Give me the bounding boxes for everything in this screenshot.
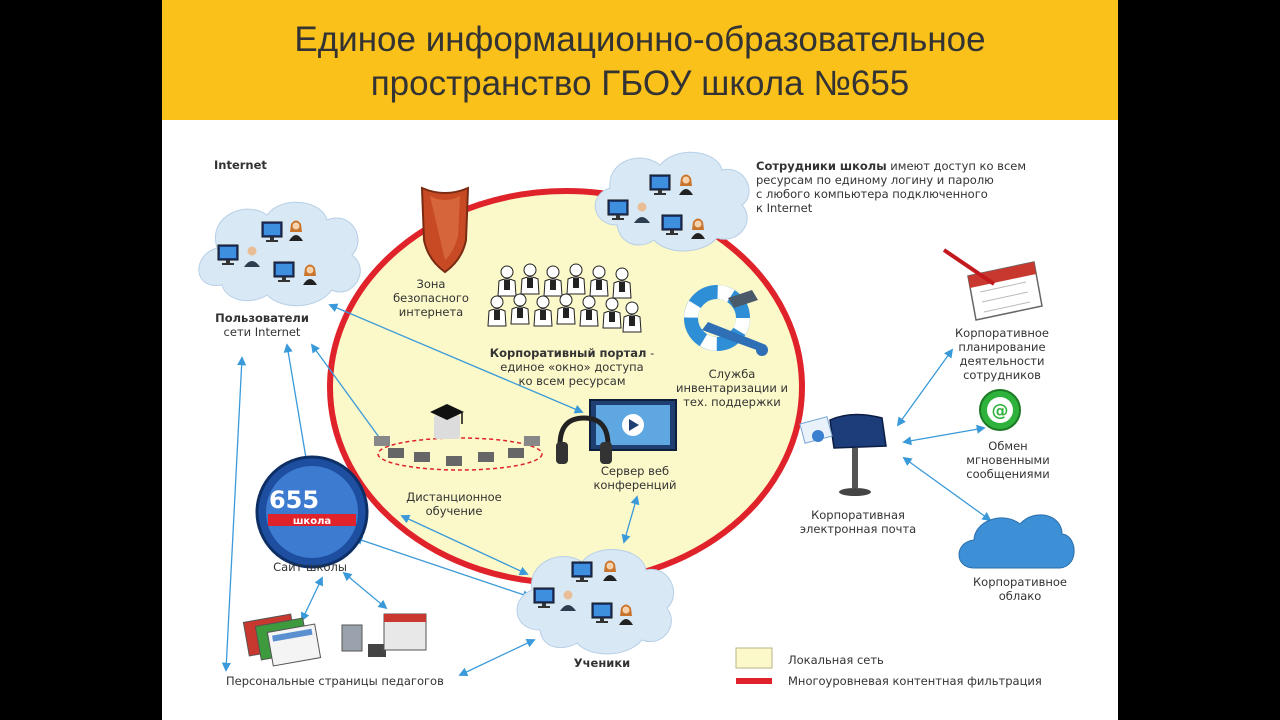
planning-line-1: Корпоративное <box>955 326 1049 340</box>
web-conference-icon <box>556 399 677 464</box>
safe-zone-line-3: интернета <box>398 305 464 319</box>
internet-users-cloud <box>198 201 361 307</box>
school-site-label: Сайт школы <box>273 560 347 574</box>
portal-line-3: ко всем ресурсам <box>518 374 626 388</box>
instant-messaging-icon: @ <box>979 389 1021 431</box>
safe-internet-zone-label: Зона безопасного интернета <box>378 277 484 319</box>
arrow-site-pages-right <box>342 571 388 610</box>
legend-swatch-local-network <box>735 647 773 669</box>
mail-line-1: Корпоративная <box>811 508 905 522</box>
personal-pages-label: Персональные страницы педагогов <box>226 674 444 688</box>
planning-line-4: сотрудников <box>963 368 1041 382</box>
safe-zone-line-1: Зона <box>416 277 446 291</box>
arrow-site-students <box>353 536 532 599</box>
legend-local-network-label: Локальная сеть <box>788 653 884 667</box>
corporate-cloud-icon <box>958 514 1075 569</box>
service-desk-label: Служба инвентаризации и тех. поддержки <box>662 367 802 409</box>
staff-text-4: к Internet <box>756 201 813 215</box>
shield-icon <box>420 186 470 274</box>
internet-users-title: Пользователи <box>215 311 309 325</box>
staff-description: Сотрудники школы имеют доступ ко всем ре… <box>756 159 1116 215</box>
safe-zone-line-2: безопасного <box>393 291 469 305</box>
planning-line-2: планирование <box>958 340 1046 354</box>
distance-learning-icon <box>374 404 543 471</box>
site-logo-number: 655 <box>269 486 319 514</box>
network-diagram: 655 школа @ <box>198 151 1075 684</box>
corporate-mail-label: Корпоративная электронная почта <box>788 508 928 536</box>
site-logo-sub: школа <box>293 516 331 527</box>
connection-arrows <box>221 303 992 677</box>
arrow-site-pages-left <box>301 576 323 622</box>
portal-line-2: единое «окно» доступа <box>500 360 644 374</box>
students-cloud <box>516 549 675 655</box>
webconf-line-1: Сервер веб <box>600 464 670 478</box>
title-line-1: Единое информационно-образовательное <box>294 20 986 59</box>
im-line-2: мгновенными <box>966 453 1050 467</box>
im-line-3: сообщениями <box>966 467 1050 481</box>
portal-dash: - <box>646 346 655 360</box>
students-label: Ученики <box>573 656 631 670</box>
service-line-1: Служба <box>708 367 756 381</box>
staff-text-1: имеют доступ ко всем <box>886 159 1027 173</box>
school-site-logo: 655 школа <box>255 455 369 569</box>
distance-learning-label: Дистанционное обучение <box>384 490 524 518</box>
arrow-users-webconf <box>328 303 584 414</box>
arrow-pages-students <box>458 638 536 677</box>
arrow-mail-im <box>902 424 986 446</box>
service-line-3: тех. поддержки <box>683 395 781 409</box>
title-line-2: пространство ГБОУ школа №655 <box>370 64 910 103</box>
mail-line-2: электронная почта <box>799 522 917 536</box>
portal-title: Корпоративный портал <box>489 346 647 360</box>
svg-text:@: @ <box>992 401 1009 421</box>
planning-line-3: деятельности <box>959 354 1045 368</box>
service-line-2: инвентаризации и <box>676 381 788 395</box>
corporate-portal-label: Корпоративный портал - единое «окно» дос… <box>462 346 682 388</box>
distance-line-2: обучение <box>425 504 483 518</box>
instant-messaging-label: Обмен мгновенными сообщениями <box>948 439 1068 481</box>
legend <box>735 647 773 684</box>
staff-cloud <box>594 151 750 252</box>
staff-title: Сотрудники школы <box>756 159 887 173</box>
distance-line-1: Дистанционное <box>406 490 502 504</box>
corporate-cloud-label: Корпоративное облако <box>950 575 1090 603</box>
cloud-line-1: Корпоративное <box>973 575 1067 589</box>
personal-pages-icon <box>242 613 427 667</box>
staff-text-3: с любого компьютера подключенного <box>756 187 988 201</box>
im-line-1: Обмен <box>988 439 1028 453</box>
web-conference-label: Сервер веб конференций <box>580 464 690 492</box>
arrow-mail-cloud <box>902 456 992 522</box>
title-banner: Единое информационно-образовательное про… <box>162 0 1118 120</box>
internet-users-label: Пользователи сети Internet <box>202 311 322 339</box>
webconf-line-2: конференций <box>593 478 677 492</box>
calendar-icon <box>942 248 1043 321</box>
planning-label: Корпоративное планирование деятельности … <box>932 326 1072 382</box>
lifebuoy-wrench-icon <box>684 285 768 356</box>
arrow-mail-planning <box>896 348 954 427</box>
legend-filtering-label: Многоуровневая контентная фильтрация <box>788 674 1042 688</box>
arrow-users-pages <box>221 356 247 672</box>
mailbox-icon <box>799 413 887 496</box>
staff-text-2: ресурсам по единому логину и паролю <box>756 173 994 187</box>
internet-users-subtitle: сети Internet <box>223 325 301 339</box>
arrow-webconf-students <box>621 495 640 544</box>
arrow-users-site <box>283 343 311 466</box>
cloud-line-2: облако <box>998 589 1042 603</box>
arrow-users-distance <box>310 343 386 446</box>
internet-label: Internet <box>214 158 267 172</box>
slide: Единое информационно-образовательное про… <box>162 0 1118 720</box>
legend-swatch-filtering <box>736 678 772 684</box>
